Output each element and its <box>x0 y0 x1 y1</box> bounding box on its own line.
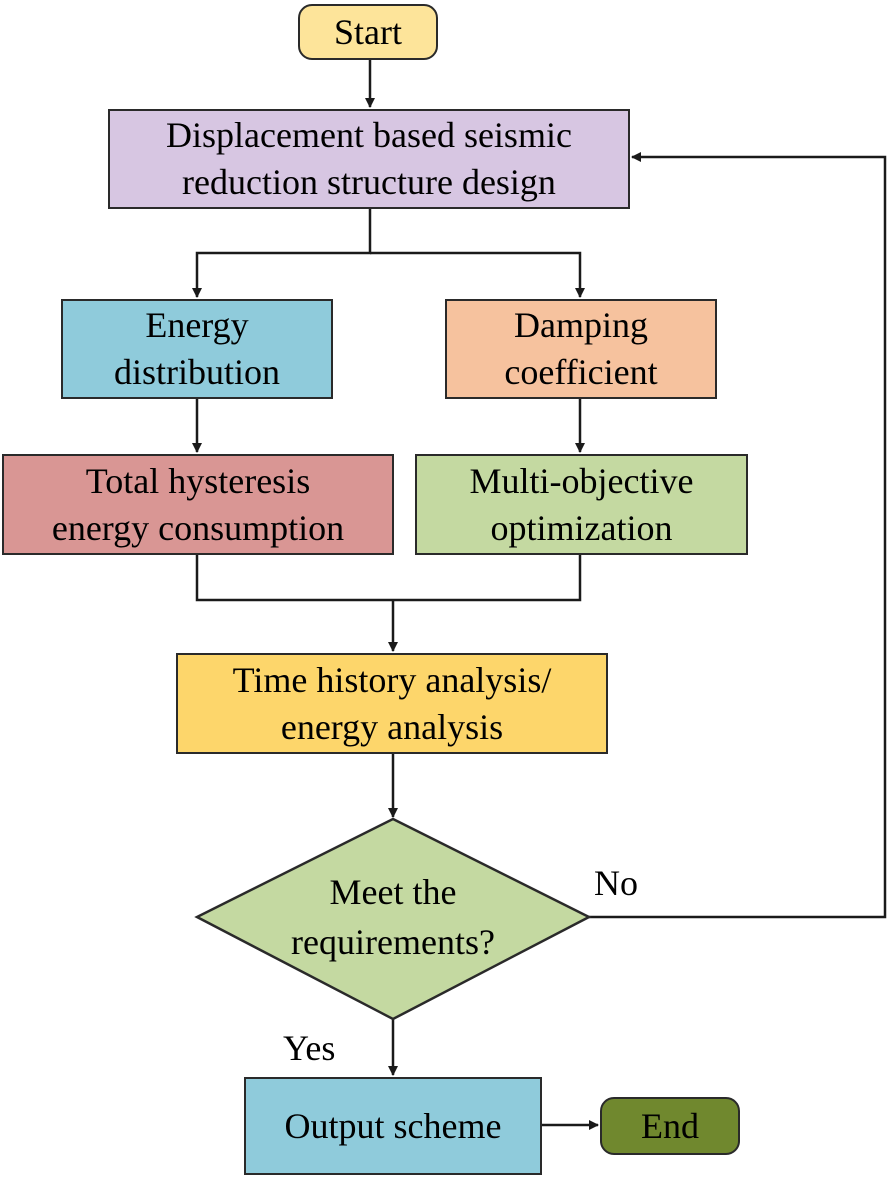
decision-label: Meet the requirements? <box>291 871 495 962</box>
damping-coefficient-label: Damping coefficient <box>504 305 658 392</box>
edge-merge-to-time-history <box>195 555 582 602</box>
no-label: No <box>594 863 638 903</box>
time-history-label: Time history analysis/ energy analysis <box>232 659 552 747</box>
design-label: Displacement based seismic reduction str… <box>166 115 572 202</box>
output-scheme-label: Output scheme <box>284 1105 502 1146</box>
edge-design-to-energy <box>192 209 372 298</box>
end-node: End <box>600 1097 740 1155</box>
edge-design-to-damping <box>370 251 585 298</box>
end-label: End <box>641 1105 699 1146</box>
design-node: Displacement based seismic reduction str… <box>108 109 630 209</box>
start-label: Start <box>334 11 402 52</box>
multi-objective-label: Multi-objective optimization <box>469 460 694 548</box>
decision-diamond <box>194 817 592 1021</box>
yes-label: Yes <box>283 1028 336 1068</box>
start-node: Start <box>298 4 438 60</box>
multi-objective-node: Multi-objective optimization <box>415 454 748 555</box>
output-scheme-node: Output scheme <box>244 1077 542 1175</box>
total-hysteresis-label: Total hysteresis energy consumption <box>51 460 345 548</box>
damping-coefficient-node: Damping coefficient <box>445 299 717 399</box>
energy-distribution-label: Energy distribution <box>113 305 280 392</box>
time-history-node: Time history analysis/ energy analysis <box>176 653 608 754</box>
edge-decision-no-loop <box>589 152 887 919</box>
total-hysteresis-node: Total hysteresis energy consumption <box>2 454 394 555</box>
energy-distribution-node: Energy distribution <box>61 299 333 399</box>
